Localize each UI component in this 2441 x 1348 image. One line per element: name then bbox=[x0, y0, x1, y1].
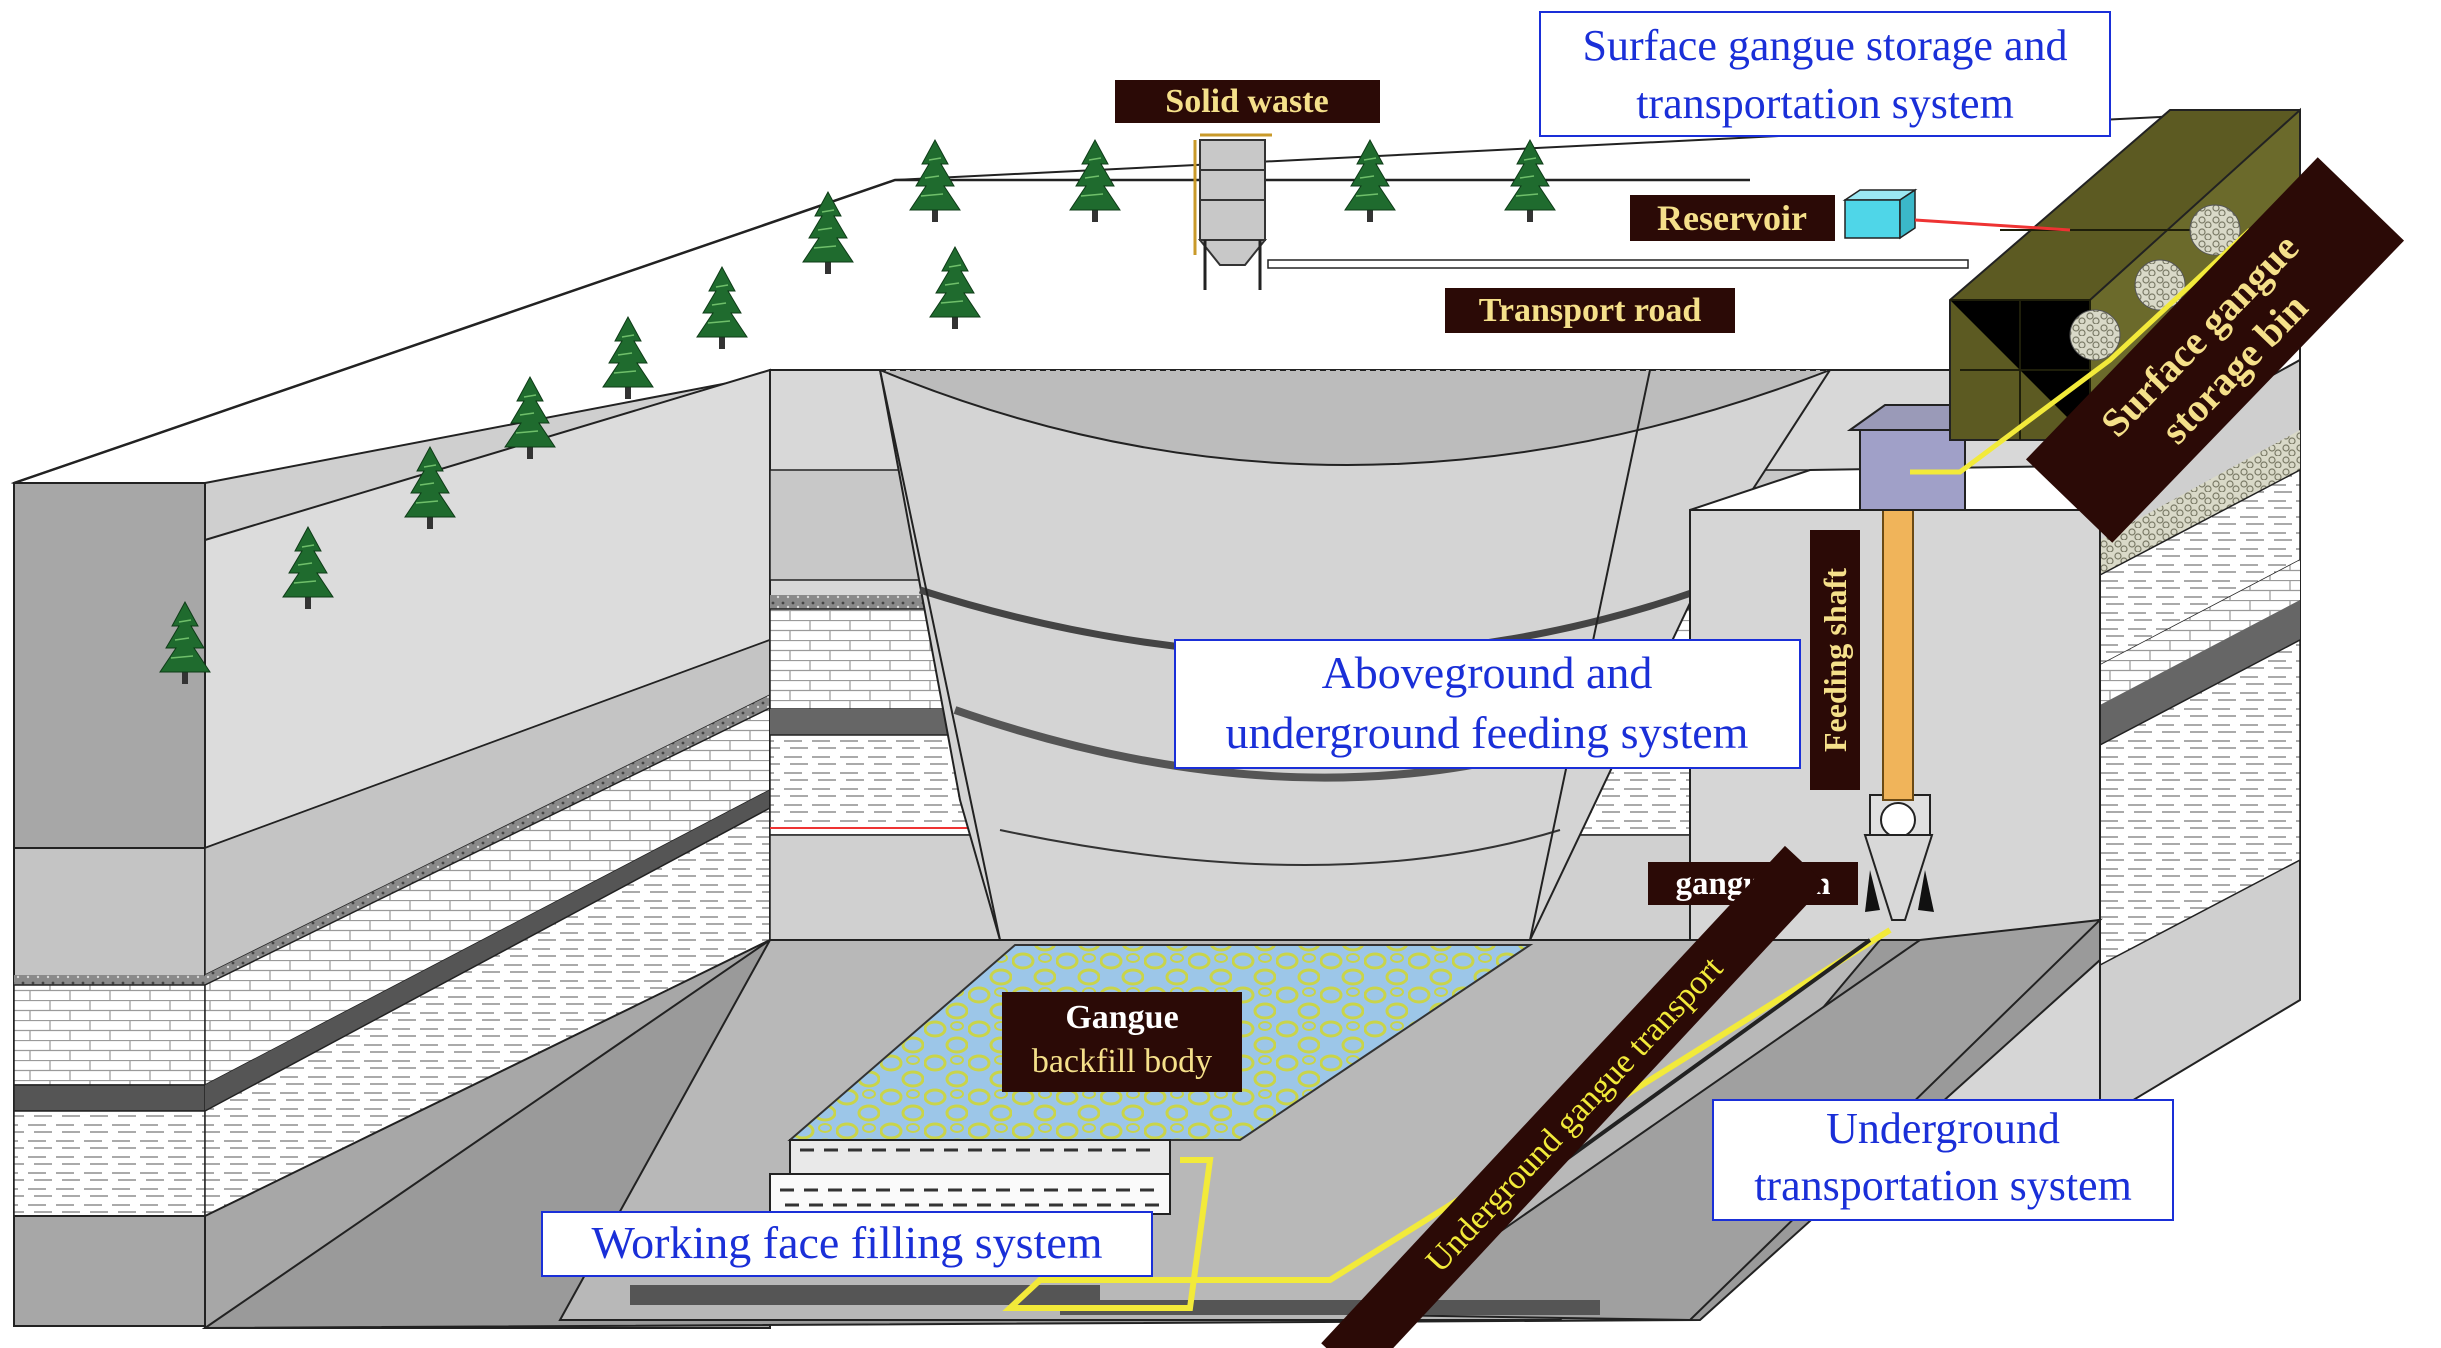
surface-system-label: Surface gangue storage and transportatio… bbox=[1539, 11, 2111, 137]
svg-text:Feeding shaft: Feeding shaft bbox=[1817, 568, 1853, 752]
underground-system-label: Underground transportation system bbox=[1712, 1099, 2174, 1221]
feeding-system-label: Aboveground and underground feeding syst… bbox=[1174, 639, 1801, 769]
svg-text:backfill body: backfill body bbox=[1032, 1043, 1212, 1080]
gangue-conveyor bbox=[1002, 927, 1892, 1311]
reservoir-tank bbox=[1842, 188, 2071, 240]
svg-text:transportation system: transportation system bbox=[1636, 79, 2014, 128]
gangue-bin bbox=[1863, 794, 1934, 921]
transport-road-label: Transport road bbox=[1445, 288, 1735, 333]
hydraulic-supports bbox=[769, 1139, 1171, 1215]
svg-text:Underground: Underground bbox=[1826, 1104, 2060, 1153]
svg-text:Reservoir: Reservoir bbox=[1657, 198, 1807, 238]
backfill-label: Gangue backfill body bbox=[1002, 992, 1242, 1092]
svg-text:Aboveground and: Aboveground and bbox=[1322, 647, 1653, 698]
reservoir-label: Reservoir bbox=[1630, 195, 1835, 241]
solid-waste-silo bbox=[1193, 133, 1969, 290]
svg-text:Surface gangue storage and: Surface gangue storage and bbox=[1582, 21, 2067, 70]
working-face-label: Working face filling system bbox=[541, 1211, 1153, 1277]
svg-text:Working face filling system: Working face filling system bbox=[591, 1217, 1102, 1268]
svg-text:underground feeding system: underground feeding system bbox=[1226, 707, 1749, 758]
svg-text:Gangue: Gangue bbox=[1065, 999, 1178, 1036]
solid-waste-label: Solid waste bbox=[1115, 80, 1380, 123]
feeding-shaft-label: Feeding shaft bbox=[1810, 530, 1860, 790]
svg-text:Transport road: Transport road bbox=[1479, 292, 1702, 329]
svg-text:Solid waste: Solid waste bbox=[1165, 83, 1328, 120]
svg-text:transportation system: transportation system bbox=[1754, 1161, 2132, 1210]
